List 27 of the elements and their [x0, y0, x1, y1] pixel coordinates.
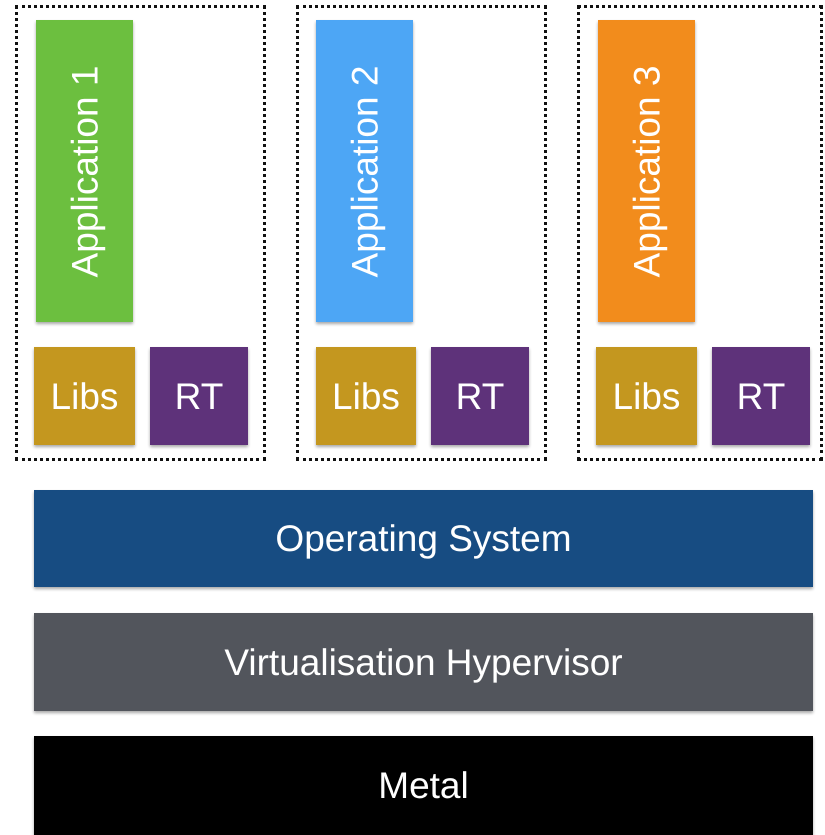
block-label: Operating System [275, 520, 572, 557]
hypervisor-layer [34, 613, 813, 711]
block-label: Application 2 [346, 65, 383, 277]
application-block [316, 20, 413, 322]
block-label: Metal [378, 767, 469, 804]
block-label: Libs [612, 378, 680, 414]
runtime-block [431, 347, 529, 445]
block-label: Libs [332, 378, 400, 414]
block-label: RT [736, 378, 786, 414]
block-label: Application 3 [628, 65, 665, 277]
runtime-block [712, 347, 810, 445]
libs-block [316, 347, 416, 445]
operating-system-layer [34, 490, 813, 587]
block-label: Application 1 [66, 65, 103, 277]
dotted-container-box [577, 5, 823, 461]
dotted-container-box [15, 5, 266, 461]
libs-block [34, 347, 135, 445]
runtime-block [150, 347, 248, 445]
block-label: RT [174, 378, 224, 414]
block-label: Virtualisation Hypervisor [224, 644, 623, 680]
block-label: Libs [50, 378, 118, 414]
block-label: RT [456, 378, 504, 414]
libs-block [596, 347, 697, 445]
metal-layer [34, 736, 813, 835]
application-block [36, 20, 133, 322]
application-block [598, 20, 695, 322]
dotted-container-box [296, 5, 547, 461]
